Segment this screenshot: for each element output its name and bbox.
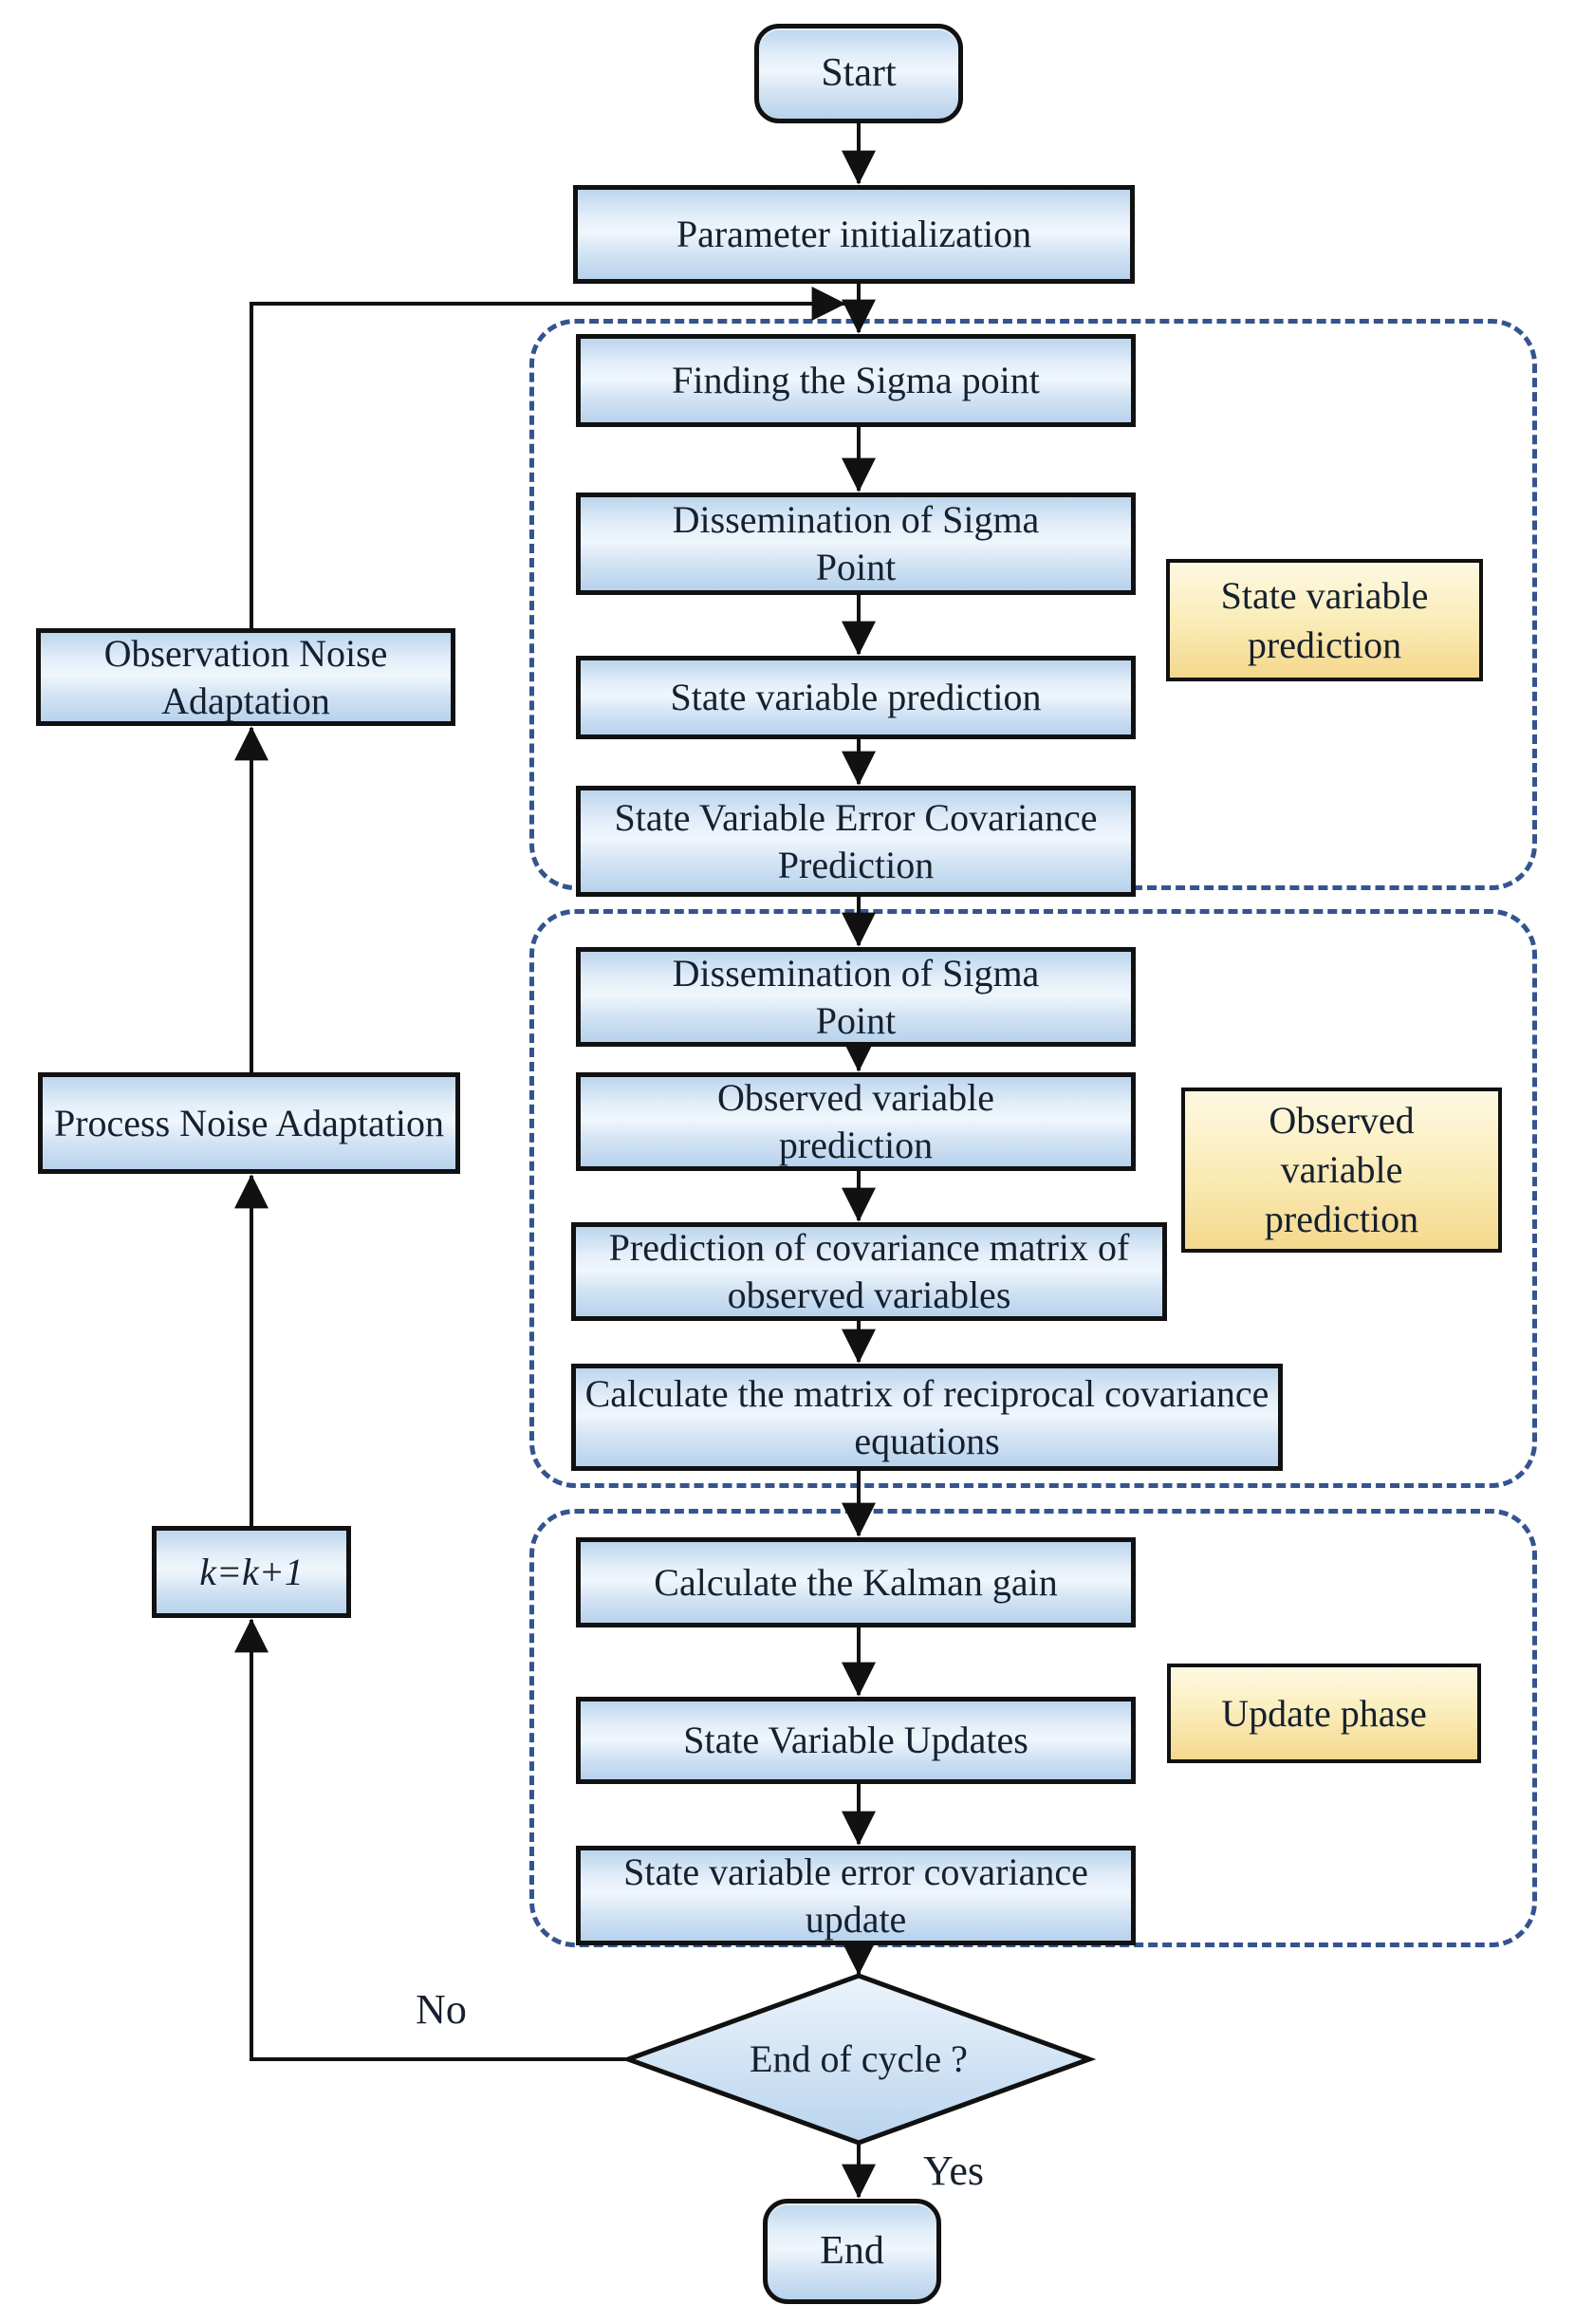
node-k-increment: k=k+1 <box>152 1526 351 1618</box>
phase-label-observed-variable-prediction: Observed variable prediction <box>1181 1088 1502 1253</box>
node-dissemination-sigma-2: Dissemination of Sigma Point <box>576 947 1136 1047</box>
node-state-variable-error-covariance-prediction-label: State Variable Error Covariance Predicti… <box>614 795 1098 886</box>
node-observed-variable-prediction: Observed variable prediction <box>576 1072 1136 1171</box>
node-observed-variable-prediction-label: Observed variable prediction <box>716 1076 995 1166</box>
node-state-variable-updates-label: State Variable Updates <box>683 1719 1028 1761</box>
node-observation-noise-adaptation: Observation Noise Adaptation <box>36 628 455 726</box>
edge-label-yes: Yes <box>892 2147 1015 2203</box>
node-process-noise-adaptation-label: Process Noise Adaptation <box>53 1101 445 1144</box>
group-observed-variable-prediction <box>529 909 1537 1488</box>
node-dissemination-sigma-2-label: Dissemination of Sigma Point <box>672 951 1040 1042</box>
node-state-variable-prediction-label: State variable prediction <box>670 676 1042 718</box>
node-state-variable-error-covariance-update: State variable error covariance update <box>576 1846 1136 1945</box>
edge-label-no: No <box>384 1985 498 2042</box>
node-state-variable-prediction: State variable prediction <box>576 656 1136 739</box>
node-process-noise-adaptation: Process Noise Adaptation <box>38 1072 460 1174</box>
node-parameter-initialization-label: Parameter initialization <box>676 213 1032 255</box>
node-prediction-covariance-matrix: Prediction of covariance matrix of obser… <box>571 1222 1167 1321</box>
decision-diamond-shape <box>621 1973 1097 2146</box>
node-end-label: End <box>820 2229 884 2274</box>
node-kalman-gain: Calculate the Kalman gain <box>576 1537 1136 1627</box>
edge-label-no-text: No <box>416 1986 467 2033</box>
node-end-of-cycle-label: End of cycle ? <box>750 2037 968 2080</box>
node-k-increment-label: k=k+1 <box>199 1550 304 1593</box>
edge-label-yes-text: Yes <box>922 2147 985 2194</box>
connector-no-to-kbox <box>234 1618 628 2061</box>
node-reciprocal-covariance-label: Calculate the matrix of reciprocal covar… <box>584 1371 1269 1462</box>
phase-label-update-phase: Update phase <box>1167 1664 1481 1763</box>
node-state-variable-error-covariance-update-label: State variable error covariance update <box>623 1850 1088 1941</box>
node-end-of-cycle: End of cycle ? <box>740 1983 977 2135</box>
phase-label-observed-variable-prediction-text: Observed variable prediction <box>1264 1099 1419 1240</box>
node-state-variable-error-covariance-prediction: State Variable Error Covariance Predicti… <box>576 786 1136 897</box>
phase-label-state-variable-prediction-text: State variable prediction <box>1220 573 1429 666</box>
connector-ona-to-main <box>250 287 846 628</box>
node-parameter-initialization: Parameter initialization <box>573 185 1135 284</box>
node-finding-sigma-point-label: Finding the Sigma point <box>672 359 1040 401</box>
node-reciprocal-covariance: Calculate the matrix of reciprocal covar… <box>571 1364 1283 1471</box>
node-dissemination-sigma-1-label: Dissemination of Sigma Point <box>672 498 1040 588</box>
node-state-variable-updates: State Variable Updates <box>576 1697 1136 1784</box>
phase-label-state-variable-prediction: State variable prediction <box>1166 559 1483 681</box>
node-start: Start <box>754 24 963 123</box>
node-dissemination-sigma-1: Dissemination of Sigma Point <box>576 493 1136 595</box>
node-start-label: Start <box>821 51 897 96</box>
node-finding-sigma-point: Finding the Sigma point <box>576 334 1136 427</box>
node-kalman-gain-label: Calculate the Kalman gain <box>654 1560 1058 1604</box>
node-observation-noise-adaptation-label: Observation Noise Adaptation <box>103 631 388 722</box>
node-prediction-covariance-matrix-label: Prediction of covariance matrix of obser… <box>608 1226 1130 1316</box>
phase-label-update-phase-text: Update phase <box>1221 1691 1427 1735</box>
node-end: End <box>763 2199 941 2304</box>
